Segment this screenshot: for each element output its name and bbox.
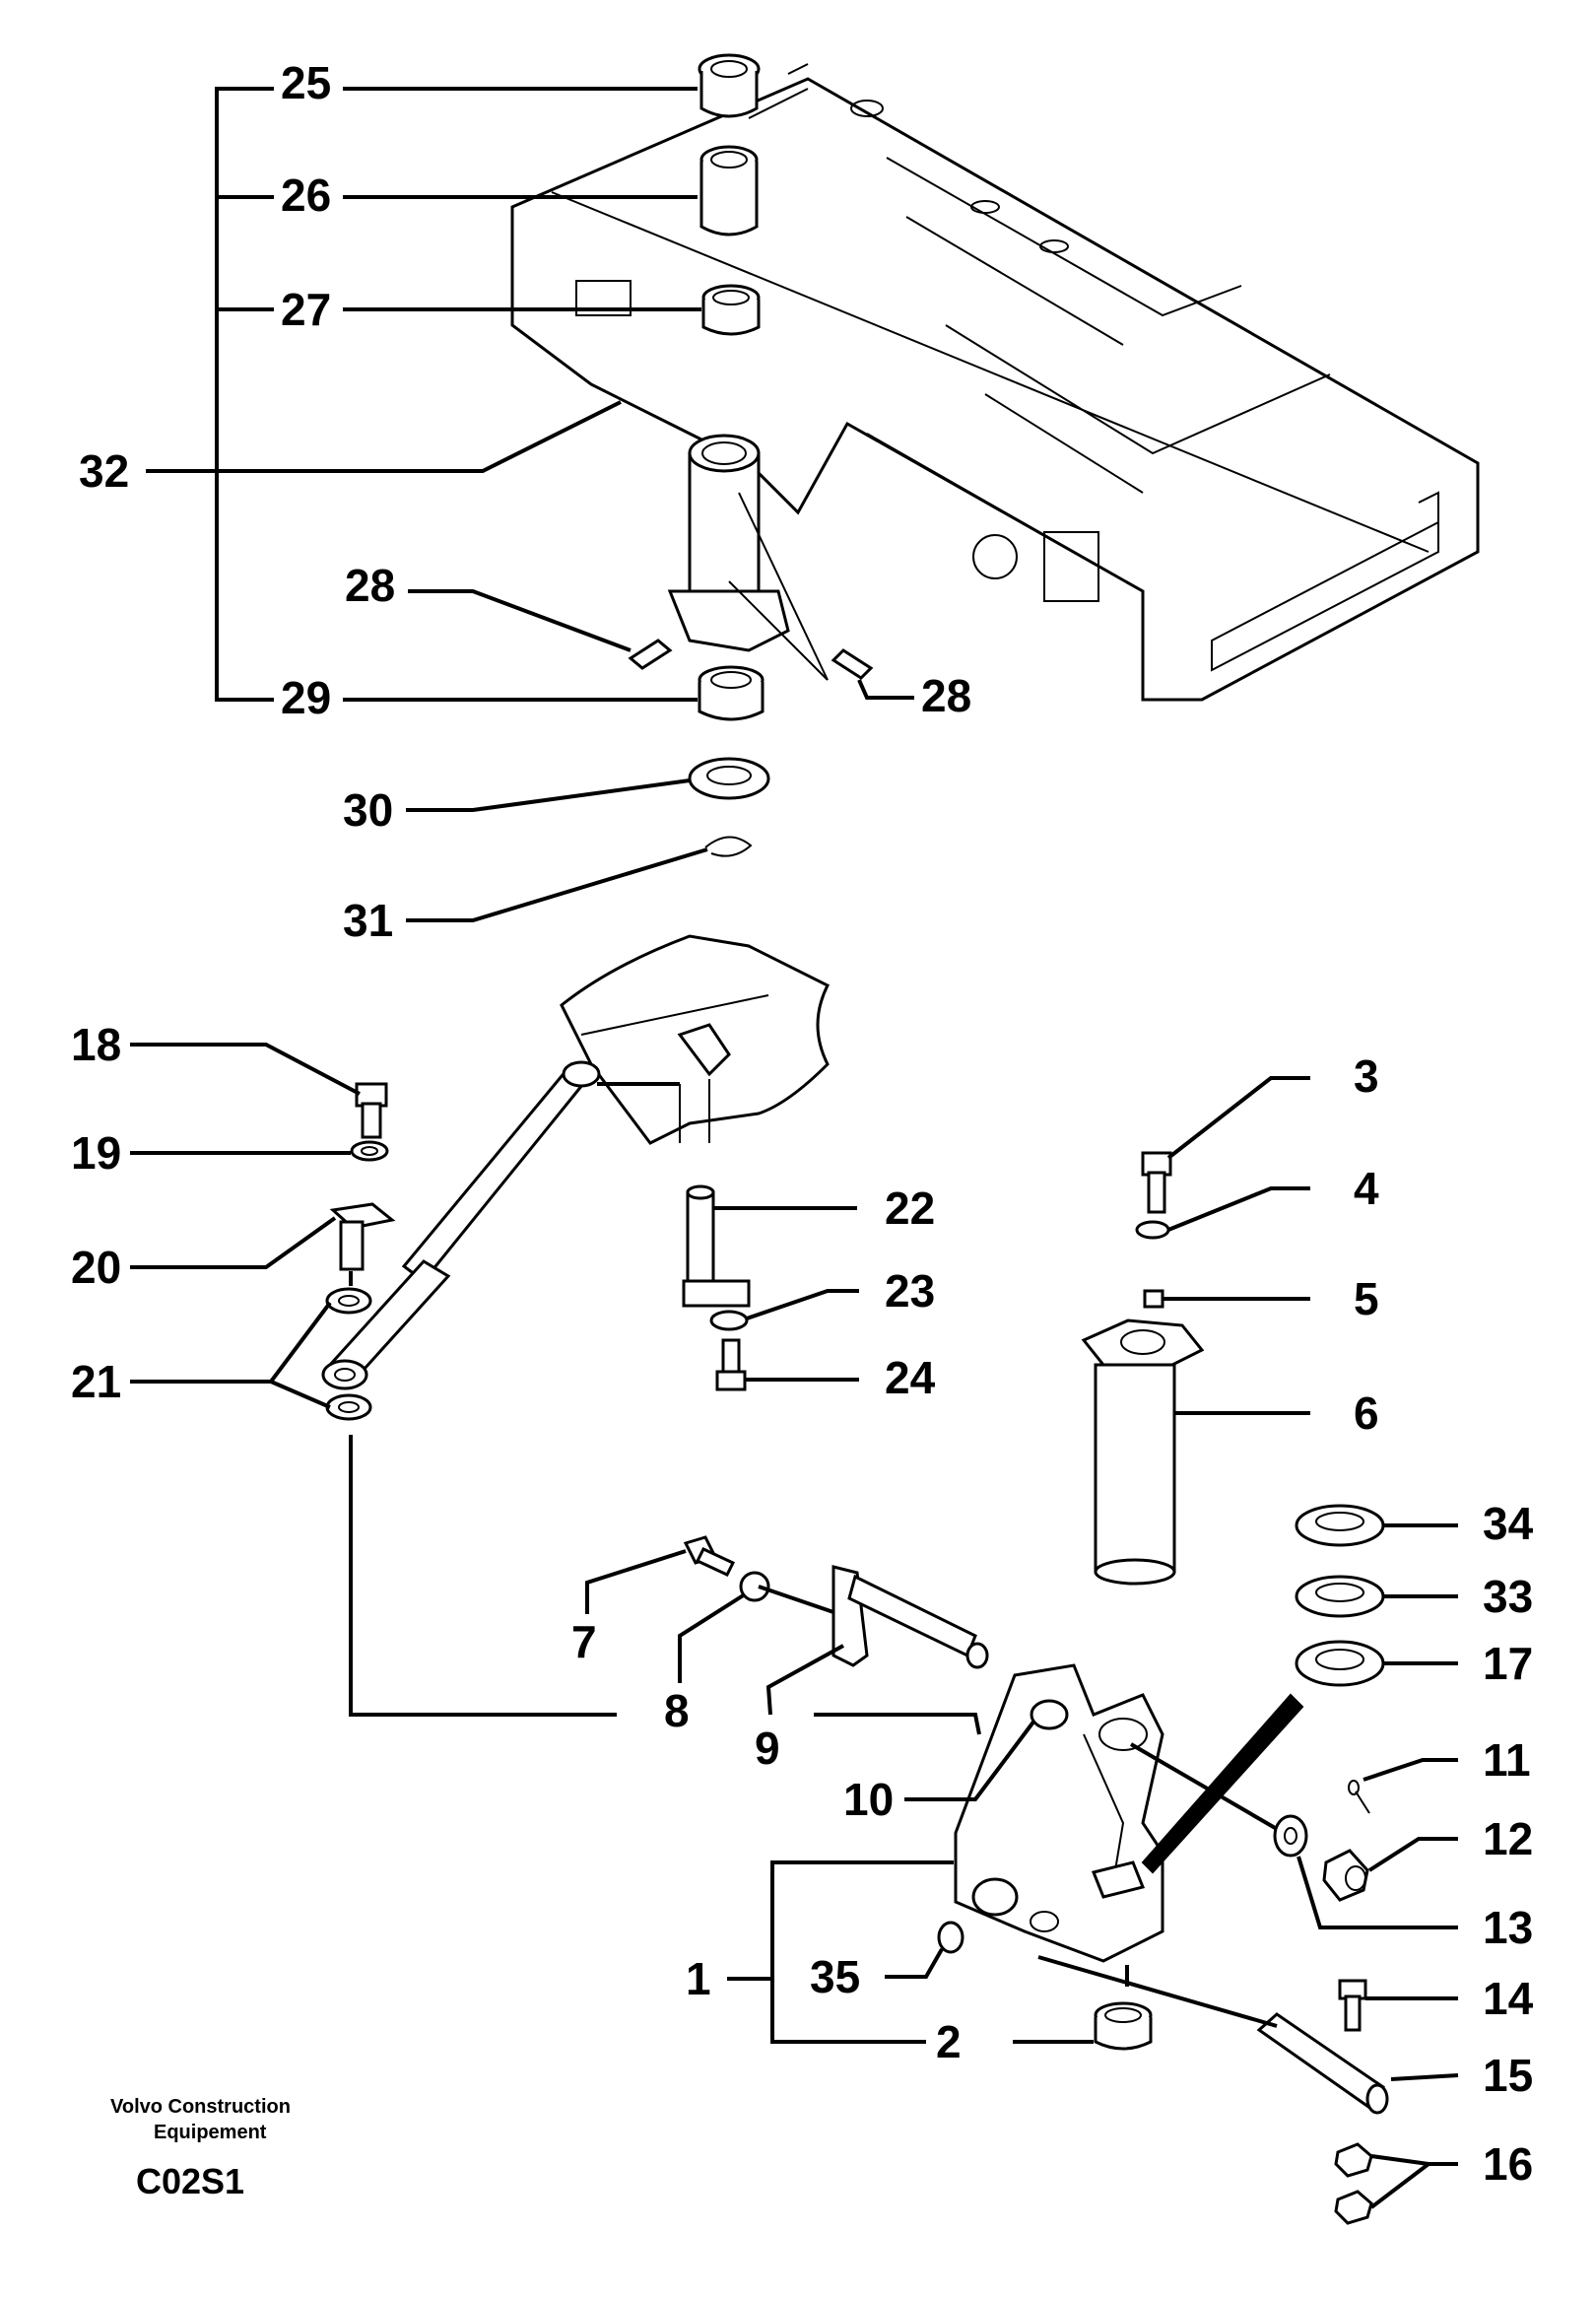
washer-30 [688,757,770,800]
callout-2: 2 [936,2016,962,2067]
pin-15 [1256,2012,1389,2115]
callout-20: 20 [71,1242,121,1293]
callout-34: 34 [1483,1498,1534,1549]
brand-line-2: Equipement [154,2122,267,2143]
bolt-18 [355,1082,388,1139]
callout-13: 13 [1483,1902,1533,1953]
bushing-29 [698,665,765,721]
callout-8: 8 [664,1685,690,1736]
callout-19: 19 [71,1127,121,1179]
callout-3: 3 [1354,1050,1379,1102]
callout-1: 1 [686,1953,711,2004]
callout-16: 16 [1483,2138,1533,2190]
washer-35 [937,1921,964,1954]
pin-5 [1143,1289,1164,1309]
callout-9: 9 [755,1723,780,1774]
callout-5: 5 [1354,1273,1379,1324]
callout-15: 15 [1483,2050,1533,2101]
bolt-7 [683,1535,736,1577]
grease-nipple-28-right [831,648,874,680]
pin-22 [682,1184,751,1308]
nut-16-lower [1334,2190,1373,2225]
bolt-14 [1338,1979,1367,2032]
bolt-24 [715,1338,747,1391]
callout-labels: 25 26 27 32 28 28 29 30 31 18 19 20 21 2… [71,57,1534,2190]
callout-27: 27 [281,284,331,335]
pin-9 [831,1565,989,1669]
callout-35: 35 [810,1951,860,2002]
nut-16-upper [1334,2142,1373,2178]
callout-28-right: 28 [921,670,971,721]
brand-line-1: Volvo Construction [110,2096,291,2118]
washer-23 [709,1310,749,1331]
snap-ring-31 [704,836,753,857]
bolt-3 [1141,1151,1172,1214]
bushing-2 [1094,2001,1153,2051]
callout-6: 6 [1354,1387,1379,1439]
callout-23: 23 [885,1265,935,1317]
leader-lines [130,87,1459,2209]
washer-21-lower [325,1393,372,1421]
bushing-27 [701,284,761,336]
callout-12: 12 [1483,1813,1533,1864]
washer-33 [1295,1575,1385,1618]
callout-31: 31 [343,895,393,946]
cotter-pin-11 [1348,1780,1370,1814]
callout-14: 14 [1483,1973,1534,2024]
washer-8 [739,1571,770,1602]
washer-34 [1295,1504,1385,1547]
bushing-25 [698,53,761,118]
wedge-pointer [1141,1693,1304,1874]
callout-32: 32 [79,445,129,497]
washer-4 [1135,1220,1170,1240]
nut-12 [1322,1849,1369,1902]
grease-nipple-28-left [628,639,673,670]
callout-29: 29 [281,672,331,723]
drawing-code: C02S1 [136,2161,244,2201]
callout-33: 33 [1483,1571,1533,1622]
washer-13 [1273,1814,1308,1858]
callout-24: 24 [885,1352,936,1403]
callout-22: 22 [885,1183,935,1234]
pin-20 [329,1202,396,1271]
callout-30: 30 [343,784,393,836]
bushing-26 [699,145,759,237]
cylinder [321,1060,601,1390]
callout-11: 11 [1483,1734,1531,1786]
shaft-6 [1081,1318,1205,1586]
washer-21-upper [325,1287,372,1315]
callout-4: 4 [1354,1163,1379,1214]
footer: Volvo Construction Equipement C02S1 [110,2096,291,2201]
washer-19 [350,1140,389,1162]
callout-28-left: 28 [345,560,395,611]
bracket-1 [954,1663,1164,1963]
callout-21: 21 [71,1356,121,1407]
frame-bracket-detail [560,934,831,1145]
washer-17 [1295,1640,1385,1687]
callout-25: 25 [281,57,331,108]
chassis-frame [510,63,1480,702]
callout-26: 26 [281,169,331,221]
callout-17: 17 [1483,1638,1533,1689]
callout-10: 10 [843,1774,894,1825]
callout-7: 7 [571,1616,597,1667]
callout-18: 18 [71,1019,121,1070]
